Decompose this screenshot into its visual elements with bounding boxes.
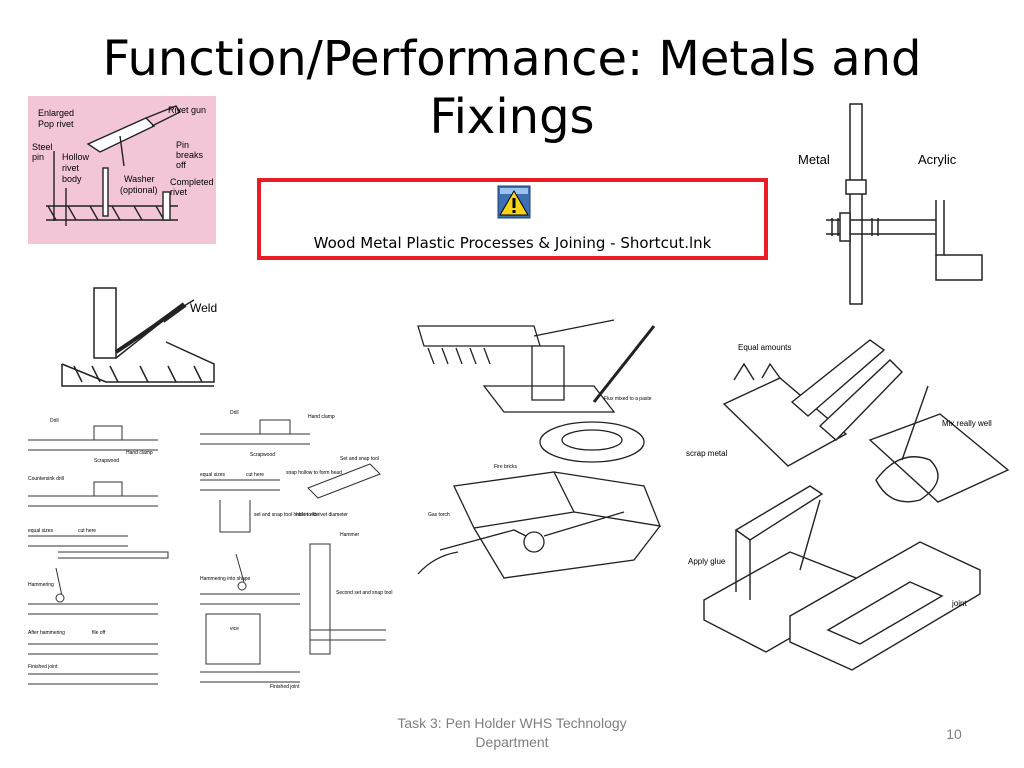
pop-rivet-figure: Enlarged Pop rivet Rivet gun Steel pin H…	[28, 96, 216, 244]
label-scrap-metal: scrap metal	[686, 449, 728, 458]
label-washer: Washer	[124, 174, 155, 184]
label-fire-bricks: Fire bricks	[494, 464, 518, 470]
shortcut-link[interactable]: Wood Metal Plastic Processes & Joining -…	[257, 178, 768, 260]
label-completed: Completed	[170, 177, 214, 187]
label-joint: joint	[951, 599, 967, 608]
brazing-figure: Flux mixed to a paste Fire bricks Gas to…	[414, 316, 662, 586]
label-a-drill: Drill	[50, 418, 59, 424]
label-mix-really-well: Mix really well	[942, 419, 992, 428]
label-a-equal-sizes: equal sizes	[28, 528, 54, 534]
label-b-scrapwood: Scrapwood	[250, 452, 275, 458]
label-a-cut-here: cut here	[78, 528, 96, 534]
label-b-second-set: Second set and snap tool	[336, 590, 392, 596]
label-pin-breaks-1: Pin	[176, 140, 189, 150]
label-b-set-snap: Set and snap tool	[340, 456, 379, 462]
label-body: body	[62, 174, 82, 184]
label-a-hand-clamp: Hand clamp	[126, 450, 153, 456]
label-rivet-gun: Rivet gun	[168, 105, 206, 115]
riveting-sequence-a-figure: Drill Hand clamp Scrapwood Countersink d…	[18, 408, 172, 688]
warning-icon	[497, 185, 531, 219]
label-a-finished-joint: Finished joint	[28, 664, 58, 670]
label-enlarged: Enlarged	[38, 108, 74, 118]
label-a-hammering: Hammering	[28, 582, 54, 588]
slide-number: 10	[946, 726, 962, 742]
label-weld: Weld	[190, 301, 217, 315]
label-optional: (optional)	[120, 185, 158, 195]
label-steel: Steel	[32, 142, 53, 152]
label-b-snap-hollow: snap hollow to form head	[286, 470, 342, 476]
label-b-cut-here: cut here	[246, 472, 264, 478]
label-b-hand-clamp: Hand clamp	[308, 414, 335, 420]
label-a-scrapwood: Scrapwood	[94, 458, 119, 464]
bolt-fixing-figure: Metal Acrylic	[786, 80, 992, 326]
label-b-drill: Drill	[230, 410, 239, 416]
label-pin: pin	[32, 152, 44, 162]
label-pin-breaks-3: off	[176, 160, 186, 170]
label-apply-glue: Apply glue	[688, 557, 726, 566]
label-a-after-hammering: After hammering	[28, 630, 65, 636]
label-hollow: Hollow	[62, 152, 90, 162]
slide-footer: Task 3: Pen Holder WHS Technology Depart…	[397, 715, 627, 750]
label-b-hammer: Hammer	[340, 532, 360, 538]
label-equal-amounts: Equal amounts	[738, 343, 791, 352]
label-flux: Flux mixed to a paste	[604, 396, 652, 402]
riveting-sequence-b-figure: Drill Hand clamp Scrapwood equal sizes c…	[190, 404, 396, 692]
label-rivet: rivet	[62, 163, 80, 173]
shortcut-label: Wood Metal Plastic Processes & Joining -…	[313, 234, 712, 252]
label-b-vice: vice	[230, 626, 239, 632]
label-b-set-snap-held: set and snap tool held in vice	[254, 512, 319, 518]
label-pin-breaks-2: breaks	[176, 150, 204, 160]
label-b-finished-joint: Finished joint	[270, 684, 300, 690]
slide-title: Function/Performance: Metals and Fixings	[102, 31, 922, 145]
label-pop-rivet: Pop rivet	[38, 119, 74, 129]
label-completed-rivet: rivet	[170, 187, 188, 197]
weld-figure: Weld	[44, 282, 230, 394]
label-b-hammering-shape: Hammering into shape	[200, 576, 251, 582]
label-gas-torch: Gas torch	[428, 512, 450, 518]
label-metal: Metal	[798, 152, 830, 167]
label-a-file-off: file off	[92, 630, 106, 636]
label-b-equal-sizes: equal sizes	[200, 472, 226, 478]
label-a-countersink: Countersink drill	[28, 476, 64, 482]
epoxy-glue-figure: Equal amounts scrap metal Mix really wel…	[680, 330, 1012, 690]
label-acrylic: Acrylic	[918, 152, 957, 167]
label-b-hole: hole to fit rivet diameter	[296, 512, 348, 518]
